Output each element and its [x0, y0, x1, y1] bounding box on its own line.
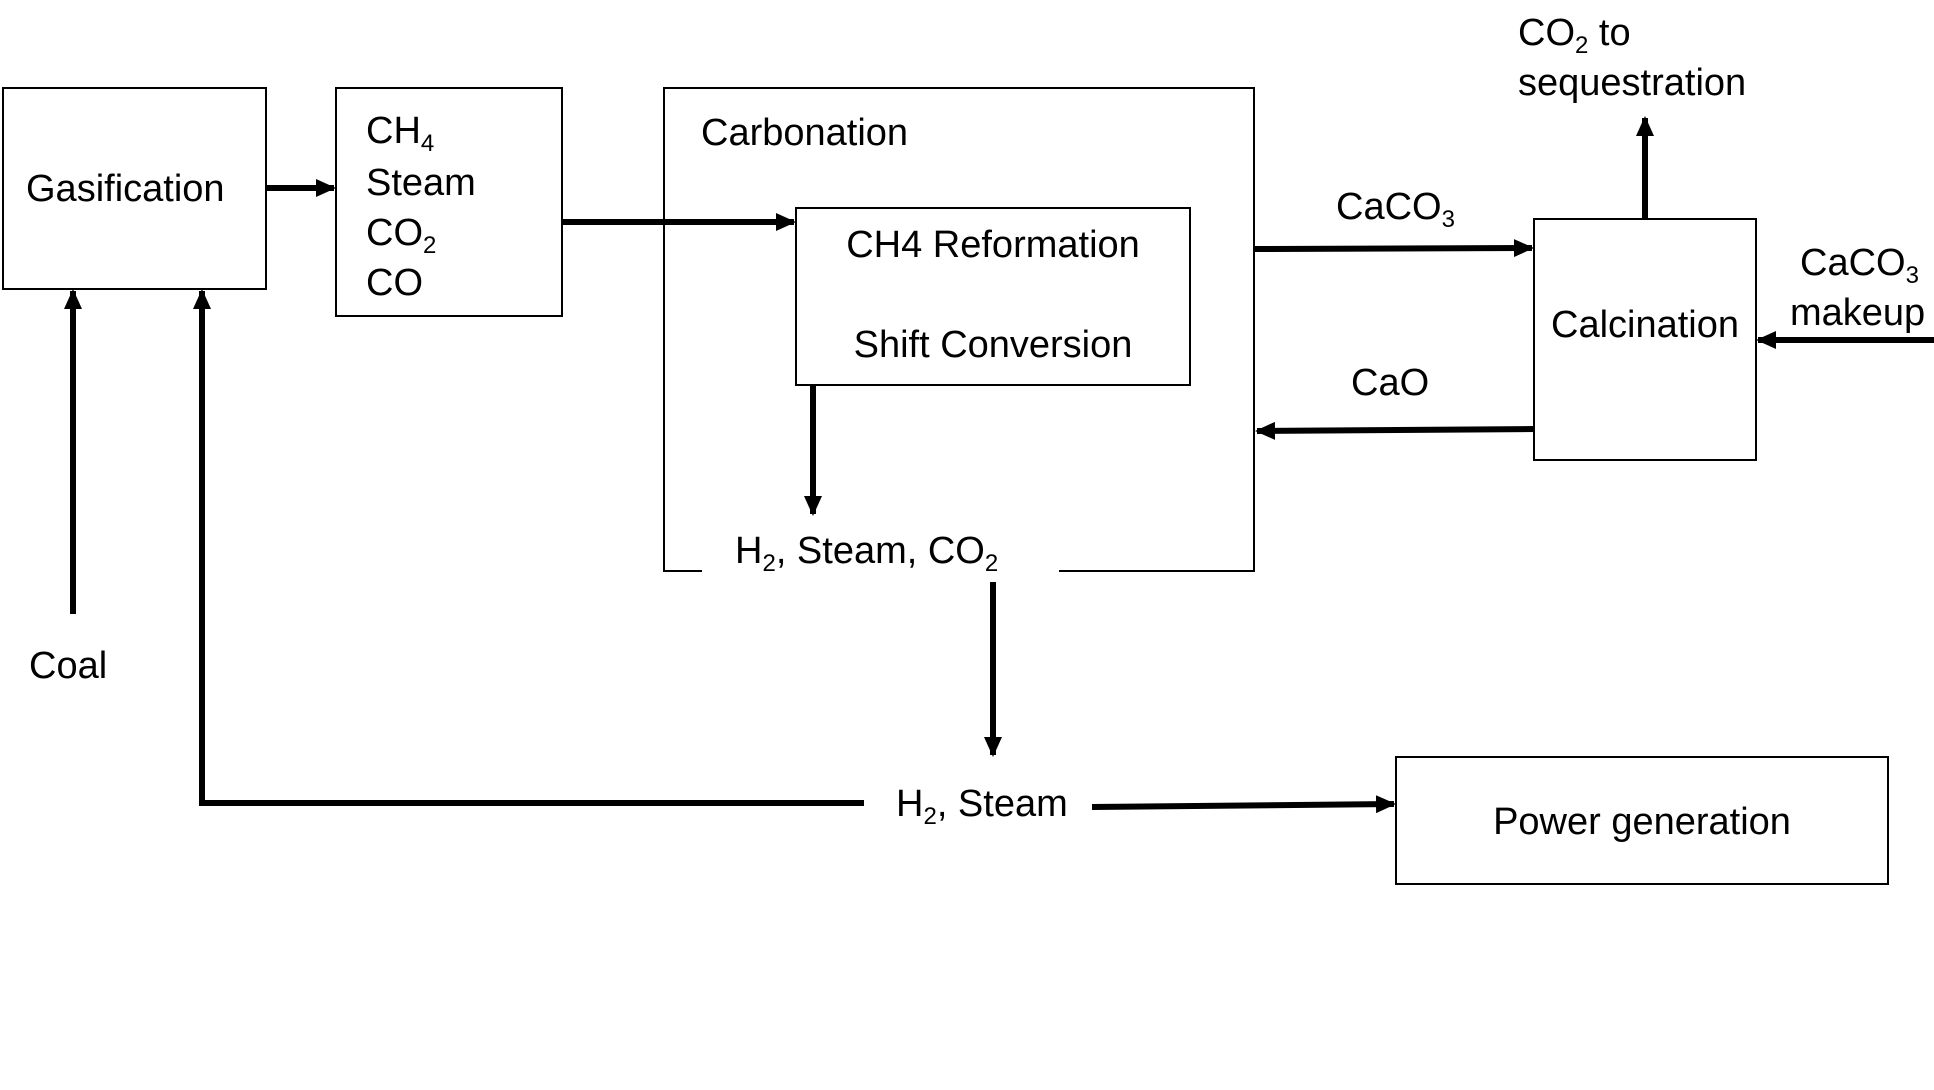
- feed-gas-co2-label: CO2: [366, 212, 437, 259]
- feed-gas-steam-label: Steam: [366, 162, 476, 204]
- arrow-steam-recycle-to-gasification: [193, 289, 864, 806]
- power-generation-box: [1395, 756, 1889, 885]
- gasification-label: Gasification: [26, 168, 225, 210]
- shift-conversion-label: Shift Conversion: [853, 324, 1133, 366]
- feed-gas-co-label: CO: [366, 262, 423, 304]
- arrow-carbonation-to-calcination: [1253, 239, 1534, 258]
- cao-label: CaO: [1351, 362, 1430, 404]
- reformation-label: CH4 Reformation: [846, 224, 1140, 266]
- power-generation-label: Power generation: [1493, 801, 1791, 843]
- feed-gas-box: [335, 87, 563, 317]
- calcination-label: Calcination: [1551, 304, 1739, 346]
- co2-sequestration-label: CO2 to: [1518, 12, 1631, 59]
- caco3-label: CaCO3: [1336, 186, 1455, 233]
- reformation-box: [795, 207, 1191, 386]
- arrow-h2-steam-to-power: [1091, 795, 1396, 814]
- feed-gas-ch4-label: CH4: [366, 110, 435, 157]
- sequestration-label: sequestration: [1518, 62, 1747, 104]
- caco3-makeup-label: CaCO3: [1800, 242, 1919, 289]
- coal-label: Coal: [29, 645, 108, 687]
- arrow-calcination-to-carbonation: [1255, 421, 1535, 440]
- h2-steam-co2-label: H2, Steam, CO2: [735, 530, 999, 577]
- makeup-label: makeup: [1790, 292, 1926, 334]
- gasification-box: [2, 87, 267, 290]
- carbonation-label: Carbonation: [701, 112, 909, 154]
- h2-steam-label: H2, Steam: [896, 783, 1068, 830]
- carbonation-box: [663, 87, 1255, 572]
